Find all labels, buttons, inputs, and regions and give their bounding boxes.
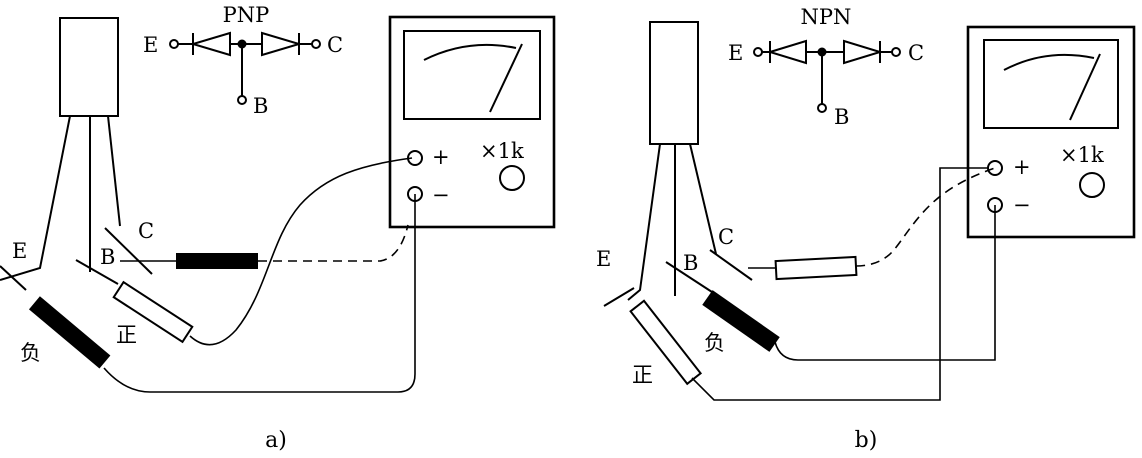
panel-b: NPN E C B E B C + − ×1k 正 负 b): [596, 5, 1136, 453]
positive-probe-a: [112, 280, 194, 344]
minus-label-a: −: [432, 183, 450, 207]
panel-a: PNP E C B E B C + − ×1k 正 负 a): [0, 3, 556, 453]
negative-probe-lead-a: [103, 194, 416, 393]
caption-a: a): [265, 428, 287, 453]
base-node-a: [237, 95, 247, 105]
black-probe-a: [176, 253, 258, 269]
meter-scale-a: [423, 43, 517, 61]
plus-terminal-a[interactable]: [407, 150, 423, 166]
minus-terminal-b[interactable]: [987, 197, 1003, 213]
negative-probe-label-a: 负: [20, 341, 41, 365]
npn-symbol: [753, 39, 901, 113]
emitter-label-b: E: [596, 247, 611, 271]
symbol-emitter-label-b: E: [728, 41, 743, 65]
white-probe-dashed-lead-b: [855, 167, 996, 267]
range-label-b: ×1k: [1060, 143, 1104, 167]
black-probe-dashed-lead-a: [258, 224, 409, 262]
minus-label-b: −: [1013, 193, 1031, 217]
emitter-label-a: E: [12, 239, 27, 263]
negative-probe-lead-b: [774, 205, 996, 361]
collector-lead-b: [689, 143, 717, 255]
emitter-contact-a: [0, 265, 27, 291]
base-contact-b: [665, 261, 713, 293]
negative-probe-label-b: 负: [704, 331, 725, 355]
plus-label-a: +: [432, 145, 450, 169]
positive-probe-label-a: 正: [116, 323, 137, 347]
symbol-emitter-label-a: E: [143, 33, 158, 57]
meter-needle-b: [1069, 53, 1101, 121]
range-knob-b[interactable]: [1079, 172, 1105, 198]
transistor-body-a: [59, 17, 119, 117]
positive-probe-lead-b: [691, 167, 988, 401]
range-knob-a[interactable]: [499, 165, 525, 191]
collector-contact-b: [709, 249, 753, 281]
collector-label-b: C: [718, 225, 734, 249]
meter-scale-b: [1003, 53, 1095, 71]
meter-needle-a: [489, 43, 523, 113]
white-probe-b: [774, 255, 858, 281]
meter-window-b: [983, 39, 1119, 129]
diode-left-a: [189, 31, 231, 57]
base-label-a: B: [100, 245, 115, 269]
plus-terminal-b[interactable]: [987, 160, 1003, 176]
emitter-lead-a: [0, 115, 71, 281]
collector-label-a: C: [138, 219, 154, 243]
negative-probe-a: [28, 296, 111, 369]
symbol-base-label-b: B: [834, 105, 849, 129]
positive-probe-lead-a: [189, 157, 413, 346]
base-node-b: [817, 103, 827, 113]
base-label-b: B: [683, 251, 698, 275]
type-label-b: NPN: [801, 5, 852, 29]
transistor-body-b: [649, 21, 699, 145]
positive-probe-label-b: 正: [632, 363, 653, 387]
diode-right-b: [843, 39, 884, 65]
negative-probe-b: [702, 290, 780, 352]
caption-b: b): [855, 428, 878, 453]
symbol-collector-label-a: C: [327, 33, 343, 57]
symbol-base-label-a: B: [253, 94, 268, 118]
collector-lead-a: [107, 115, 121, 227]
plus-label-b: +: [1013, 155, 1031, 179]
emitter-lead-b: [627, 143, 661, 301]
range-label-a: ×1k: [480, 139, 524, 163]
base-contact-a: [75, 259, 119, 285]
multimeter-a: [388, 15, 556, 229]
emitter-contact-b: [603, 287, 635, 307]
positive-probe-b: [629, 299, 703, 386]
collector-node-a: [311, 39, 321, 49]
collector-node-b: [891, 47, 901, 57]
symbol-collector-label-b: C: [908, 41, 924, 65]
diode-left-b: [766, 39, 807, 65]
emitter-node-b: [753, 47, 763, 57]
pnp-symbol: [169, 31, 321, 105]
meter-window-a: [403, 30, 541, 120]
emitter-node-a: [169, 39, 179, 49]
collector-contact-a: [104, 227, 153, 275]
minus-terminal-a[interactable]: [407, 186, 423, 202]
diode-right-a: [261, 31, 303, 57]
type-label-a: PNP: [223, 3, 270, 27]
multimeter-b: [966, 25, 1136, 239]
